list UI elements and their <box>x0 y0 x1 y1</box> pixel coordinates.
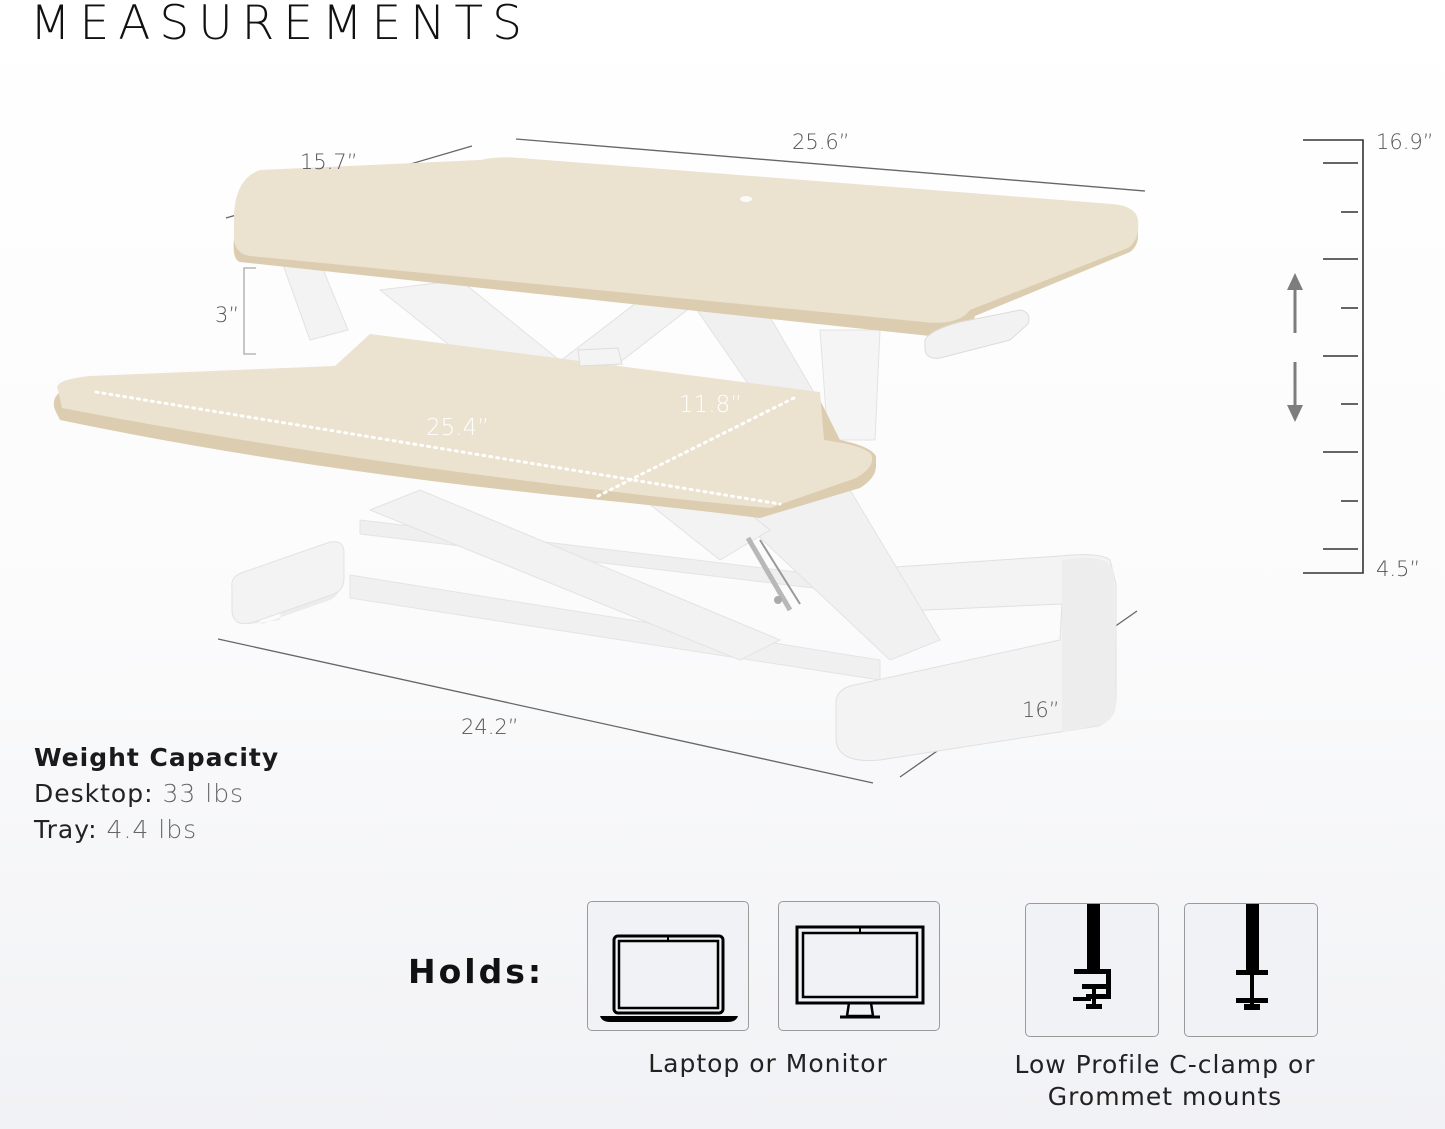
base-width-line <box>217 638 874 784</box>
height-scale <box>1303 139 1364 574</box>
mounts-caption-line2: Grommet mounts <box>1047 1082 1283 1111</box>
c-clamp-icon <box>1073 904 1111 1009</box>
top-width-label: 25.6” <box>792 130 850 154</box>
laptop-card <box>587 901 749 1031</box>
weight-capacity-heading: Weight Capacity <box>34 743 280 772</box>
base-depth-label: 16” <box>1022 698 1060 722</box>
desktop-capacity-label: Desktop: <box>34 779 154 808</box>
mounts-caption: Low Profile C-clamp or Grommet mounts <box>1000 1049 1330 1113</box>
base-width-label: 24.2” <box>461 715 519 739</box>
top-depth-label: 15.7” <box>300 150 358 174</box>
up-down-arrows-icon <box>1287 273 1303 422</box>
mounts-caption-line1: Low Profile C-clamp or <box>1014 1050 1316 1079</box>
gap-height-label: 3” <box>215 303 240 327</box>
height-max-label: 16.9” <box>1376 130 1434 154</box>
devices-caption: Laptop or Monitor <box>648 1049 888 1078</box>
top-width-line <box>515 138 1146 192</box>
grommet-mount-icon <box>1236 904 1268 1010</box>
tray-capacity-label: Tray: <box>34 815 98 844</box>
tray-depth-dotted-line <box>596 394 800 498</box>
laptop-icon <box>600 934 738 1022</box>
height-min-label: 4.5” <box>1376 557 1421 581</box>
desktop-capacity-value: 33 lbs <box>162 779 245 808</box>
tray-depth-label: 11.8” <box>679 392 743 418</box>
monitor-card <box>778 901 940 1031</box>
holds-label: Holds: <box>408 952 545 991</box>
c-clamp-card <box>1025 903 1159 1037</box>
tray-capacity-value: 4.4 lbs <box>106 815 198 844</box>
tray-width-label: 25.4” <box>426 415 490 441</box>
grommet-card <box>1184 903 1318 1037</box>
monitor-icon <box>795 925 925 1019</box>
gap-bracket <box>243 267 256 355</box>
page-title: MEASUREMENTS <box>30 0 531 51</box>
weight-capacity: Weight Capacity Desktop: 33 lbs Tray: 4.… <box>34 740 279 848</box>
